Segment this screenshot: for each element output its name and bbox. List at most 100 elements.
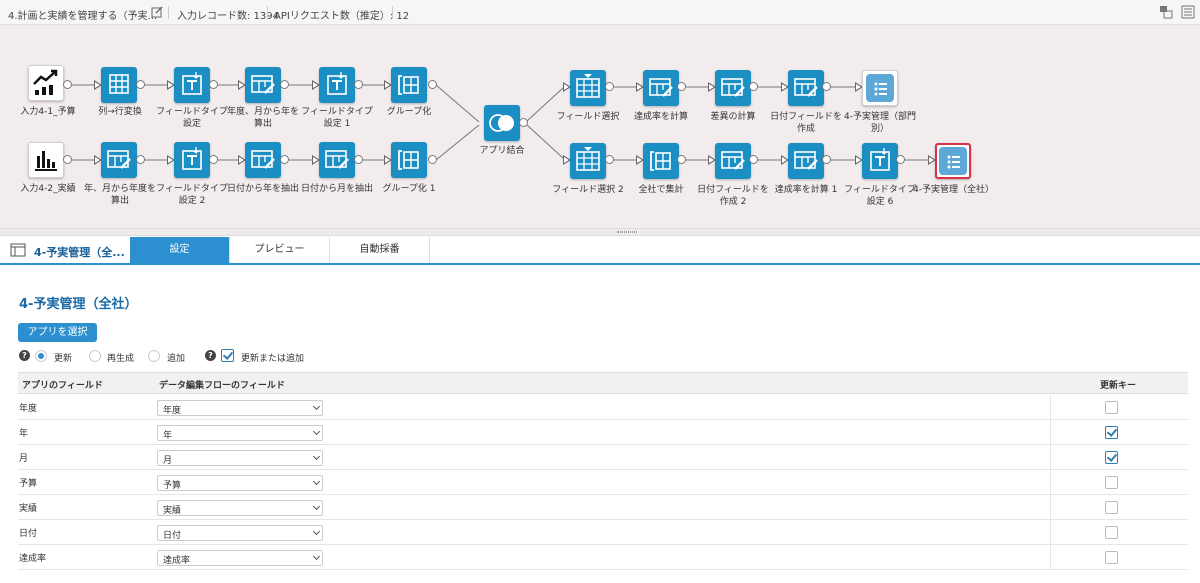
select-app-button[interactable]: アプリを選択 bbox=[18, 323, 97, 342]
pane-splitter[interactable] bbox=[0, 228, 1200, 236]
flow-field-select[interactable]: 達成率 bbox=[157, 550, 323, 566]
group-1-node[interactable] bbox=[391, 142, 427, 178]
mapping-table-header: アプリのフィールド データ編集フローのフィールド 更新キー bbox=[18, 372, 1188, 394]
radio-add[interactable] bbox=[148, 350, 160, 362]
field-type-1-node[interactable] bbox=[319, 67, 355, 103]
chevron-down-icon bbox=[312, 477, 321, 486]
aggregate-company-node[interactable] bbox=[643, 143, 679, 179]
update-key-checkbox[interactable] bbox=[1105, 451, 1118, 464]
help-icon[interactable]: ? bbox=[19, 350, 30, 361]
flow-field-select[interactable]: 実績 bbox=[157, 500, 323, 516]
radio-regenerate[interactable] bbox=[89, 350, 101, 362]
node-label: 差異の計算 bbox=[710, 112, 756, 122]
calc-fiscal-year-node[interactable] bbox=[101, 142, 137, 178]
update-key-checkbox[interactable] bbox=[1105, 426, 1118, 439]
node-label: フィールドタイプ設定 6 bbox=[844, 185, 916, 207]
field-type-node[interactable] bbox=[174, 67, 210, 103]
field-type-icon bbox=[327, 72, 347, 95]
app-field-name: 達成率 bbox=[19, 554, 47, 564]
tab-preview[interactable]: プレビュー bbox=[230, 237, 330, 263]
node-title: 4-予実管理（全... bbox=[34, 246, 125, 259]
flow-canvas[interactable]: 入力4-1_予算 列→行変換 フィールドタイプ設定 年度、月から年を算出 フィー… bbox=[0, 25, 1200, 228]
bar-chart-icon bbox=[35, 151, 57, 171]
extract-year-node[interactable] bbox=[245, 142, 281, 178]
help-icon[interactable]: ? bbox=[205, 350, 216, 361]
update-key-checkbox[interactable] bbox=[1105, 401, 1118, 414]
table-edit-icon bbox=[721, 78, 745, 97]
settings-icon[interactable] bbox=[1181, 5, 1195, 19]
tab-settings[interactable]: 設定 bbox=[130, 237, 230, 263]
radio-update[interactable] bbox=[35, 350, 47, 362]
app-field-name: 予算 bbox=[19, 479, 38, 489]
app-field-name: 年 bbox=[19, 429, 29, 439]
field-select-2-node[interactable] bbox=[570, 143, 606, 179]
radio-regenerate-label: 再生成 bbox=[107, 354, 135, 364]
settings-panel: 4-予実管理（全社） アプリを選択 ? 更新 再生成 追加 ? 更新または追加 … bbox=[0, 267, 1200, 583]
update-or-add-checkbox[interactable] bbox=[221, 349, 234, 362]
flow-field-select[interactable]: 日付 bbox=[157, 525, 323, 541]
app-field-name: 年度 bbox=[19, 404, 38, 414]
chevron-down-icon bbox=[312, 427, 321, 436]
table-row: 達成率 達成率 bbox=[18, 545, 1188, 570]
chevron-down-icon bbox=[312, 502, 321, 511]
app-field-name: 日付 bbox=[19, 529, 38, 539]
calc-diff-node[interactable] bbox=[715, 70, 751, 106]
field-select-icon bbox=[576, 74, 600, 98]
update-key-checkbox[interactable] bbox=[1105, 501, 1118, 514]
row-to-col-node[interactable] bbox=[101, 67, 137, 103]
node-label: 達成率を計算 bbox=[633, 112, 688, 122]
table-edit-icon bbox=[649, 78, 673, 97]
update-or-add-label: 更新または追加 bbox=[241, 354, 305, 364]
tab-auto-number[interactable]: 自動採番 bbox=[330, 237, 430, 263]
flow-field-select[interactable]: 予算 bbox=[157, 475, 323, 491]
group-node[interactable] bbox=[391, 67, 427, 103]
output-dept-node[interactable] bbox=[862, 70, 898, 106]
radio-update-label: 更新 bbox=[54, 354, 73, 364]
col-flow-field: データ編集フローのフィールド bbox=[159, 381, 285, 391]
table-edit-icon bbox=[325, 150, 349, 169]
flow-title: 4.計画と実績を管理する（予実... bbox=[8, 11, 158, 22]
node-label: 4-予実管理（部門別） bbox=[844, 112, 916, 134]
field-select-node[interactable] bbox=[570, 70, 606, 106]
node-label: 年、月から年度を算出 bbox=[83, 184, 156, 206]
table-edit-icon bbox=[794, 151, 818, 170]
table-row: 年度 年度 bbox=[18, 395, 1188, 420]
table-edit-icon bbox=[794, 78, 818, 97]
top-bar: 4.計画と実績を管理する（予実... 入力レコード数: 1394 APIリクエス… bbox=[0, 0, 1200, 25]
input-4-1-node[interactable] bbox=[28, 65, 64, 101]
table-edit-icon bbox=[251, 150, 275, 169]
node-label: 日付から月を抽出 bbox=[300, 184, 373, 194]
update-key-checkbox[interactable] bbox=[1105, 476, 1118, 489]
col-update-key: 更新キー bbox=[1100, 381, 1137, 391]
node-label: フィールド選択 2 bbox=[552, 185, 624, 195]
table-row: 月 月 bbox=[18, 445, 1188, 470]
field-type-6-node[interactable] bbox=[862, 143, 898, 179]
node-label: フィールドタイプ設定 bbox=[156, 107, 228, 129]
app-field-name: 月 bbox=[19, 454, 29, 464]
edit-icon[interactable] bbox=[150, 5, 164, 19]
input-4-2-node[interactable] bbox=[28, 142, 64, 178]
table-row: 予算 予算 bbox=[18, 470, 1188, 495]
table-edit-icon bbox=[107, 150, 131, 169]
table-row: 年 年 bbox=[18, 420, 1188, 445]
app-join-node[interactable] bbox=[484, 105, 520, 141]
group-icon bbox=[398, 150, 419, 170]
calc-year-node[interactable] bbox=[245, 67, 281, 103]
calc-achievement-node[interactable] bbox=[643, 70, 679, 106]
node-label: フィールド選択 bbox=[556, 112, 620, 122]
update-key-checkbox[interactable] bbox=[1105, 526, 1118, 539]
extract-month-node[interactable] bbox=[319, 142, 355, 178]
tab-bar: 4-予実管理（全... 設定 プレビュー 自動採番 bbox=[0, 237, 1200, 265]
field-type-2-node[interactable] bbox=[174, 142, 210, 178]
output-company-node[interactable] bbox=[935, 143, 971, 179]
layout-icon[interactable] bbox=[1159, 5, 1173, 19]
flow-field-select[interactable]: 年 bbox=[157, 425, 323, 441]
create-date-field-2-node[interactable] bbox=[715, 143, 751, 179]
create-date-field-node[interactable] bbox=[788, 70, 824, 106]
flow-field-select[interactable]: 年度 bbox=[157, 400, 323, 416]
panel-heading: 4-予実管理（全社） bbox=[19, 297, 138, 312]
calc-achievement-1-node[interactable] bbox=[788, 143, 824, 179]
update-key-checkbox[interactable] bbox=[1105, 551, 1118, 564]
table-row: 日付 日付 bbox=[18, 520, 1188, 545]
flow-field-select[interactable]: 月 bbox=[157, 450, 323, 466]
